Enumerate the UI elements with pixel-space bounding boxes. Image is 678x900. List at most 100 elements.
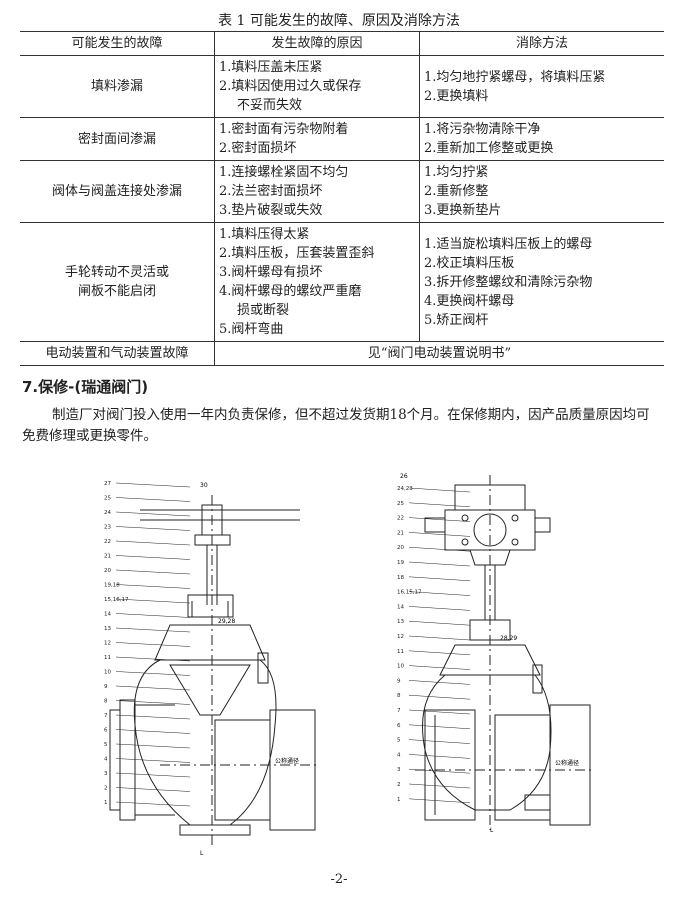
causes-line: 损或断裂: [237, 303, 290, 318]
remedies-line: 3.拆开修整螺纹和清除污杂物: [424, 274, 593, 290]
callout-leader: [408, 561, 471, 567]
callout-leader: [115, 729, 191, 734]
right-top-label: 26: [400, 473, 408, 480]
remedies-line: 3.更换新垫片: [424, 203, 502, 218]
callout-leader: [115, 787, 191, 792]
remedies-line: 1.将污杂物清除干净: [424, 122, 541, 137]
callout-label: 2: [104, 786, 108, 792]
cell-fault: 填料渗漏: [20, 55, 215, 118]
callout-label: 2: [397, 782, 401, 788]
callout-label: 12: [397, 634, 404, 640]
callout-leader: [115, 497, 191, 502]
warranty-paragraph: 制造厂对阀门投入使用一年内负责保修，但不超过发货期18个月。在保修期内，因产品质…: [22, 407, 650, 444]
fault-line: 手轮转动不灵活或: [64, 265, 169, 280]
callout-label: 21: [104, 554, 111, 560]
remedies-line: 2.重新修整: [424, 184, 489, 199]
remedies-line: 1.均匀拧紧: [424, 165, 489, 180]
right-right-label: 28,29: [500, 635, 517, 642]
callout-leader: [115, 540, 191, 546]
callout-label: 23: [104, 525, 111, 531]
callout-label: 5: [397, 738, 401, 744]
causes-line: 3.垫片破裂或失效: [219, 203, 323, 218]
callout-leader: [408, 768, 471, 774]
table-caption: 表 1 可能发生的故障、原因及消除方法: [218, 13, 460, 29]
callout-leader: [408, 724, 471, 730]
callout-leader: [115, 685, 191, 691]
page-number: -2-: [330, 872, 348, 887]
callout-label: 9: [104, 684, 108, 690]
callout-label: 20: [104, 568, 111, 574]
header-cause: 发生故障的原因: [214, 31, 420, 56]
callout-label: 25: [104, 496, 111, 502]
callout-label: 1: [397, 797, 401, 803]
callout-label: 9: [397, 678, 401, 684]
cell-remedies: 1.均匀地拧紧螺母，将填料压紧 2.更换填料: [419, 55, 664, 118]
callout-leader: [115, 642, 191, 647]
callout-label: 24: [104, 510, 111, 516]
causes-line: 3.阀杆螺母有损坏: [219, 265, 323, 280]
callout-leader: [115, 700, 191, 705]
left-bottom-label: L: [200, 850, 204, 857]
callout-label: 14: [397, 604, 404, 610]
callout-leader: [115, 613, 191, 618]
callout-label: 6: [397, 723, 401, 729]
causes-line: 1.填料压盖未压紧: [219, 60, 323, 75]
callout-leader: [115, 743, 191, 749]
callout-leader: [115, 772, 191, 778]
callout-label: 22: [397, 516, 404, 522]
callout-label: 8: [397, 693, 401, 699]
callout-label: 27: [104, 481, 111, 487]
callout-label: 4: [104, 757, 108, 763]
callout-leader: [408, 606, 471, 611]
callout-label: 12: [104, 641, 111, 647]
callout-leader: [115, 482, 191, 488]
callout-label: 13: [397, 619, 404, 625]
callout-leader: [408, 783, 471, 789]
remedies-line: 1.适当旋松填料压板上的螺母: [424, 236, 593, 252]
callout-label: 10: [104, 670, 111, 676]
callout-label: 6: [104, 728, 108, 734]
callout-leader: [115, 569, 191, 575]
callout-label: 7: [104, 713, 108, 719]
callout-leader: [408, 576, 471, 582]
callout-label: 14: [104, 612, 111, 618]
callout-label: 19: [397, 560, 404, 566]
remedies-line: 2.重新加工修整或更换: [424, 141, 554, 156]
callout-label: 16,15,17: [397, 590, 422, 596]
causes-line: 2.密封面损坏: [219, 141, 297, 156]
callout-leader: [115, 598, 191, 604]
callout-leader: [408, 798, 471, 804]
causes-line: 不妥而失效: [237, 98, 303, 113]
header-remedy: 消除方法: [419, 31, 664, 56]
callout-leader: [115, 584, 191, 589]
cell-fault: 电动装置和气动装置故障: [20, 341, 215, 366]
causes-line: 5.阀杆弯曲: [219, 322, 284, 337]
callout-label: 19,18: [104, 583, 120, 589]
callout-label: 11: [397, 649, 404, 655]
remedies-line: 1.均匀地拧紧螺母，将填料压紧: [424, 69, 606, 85]
callout-leader: [408, 591, 471, 596]
causes-line: 2.填料压板，压套装置歪斜: [219, 246, 375, 261]
left-right-label: 29,28: [218, 618, 235, 625]
callout-leader: [408, 739, 471, 744]
remedies-line: 2.校正填料压板: [424, 255, 515, 271]
callout-label: 10: [397, 664, 404, 670]
callout-label: 13: [104, 626, 111, 632]
callout-label: 22: [104, 539, 111, 545]
left-valve-drawing: 30 2725242322212019,1815,16,171413121110…: [104, 481, 320, 857]
left-top-label: 30: [200, 482, 208, 489]
causes-line: 1.连接螺栓紧固不均匀: [219, 165, 349, 180]
section-title: 7.保修-(瑞通阀门): [22, 378, 149, 396]
remedies-line: 2.更换填料: [424, 88, 489, 104]
callout-leader: [115, 627, 191, 633]
cell-fault: 手轮转动不灵活或闸板不能启闭: [20, 222, 215, 342]
callout-label: 25: [397, 501, 404, 507]
